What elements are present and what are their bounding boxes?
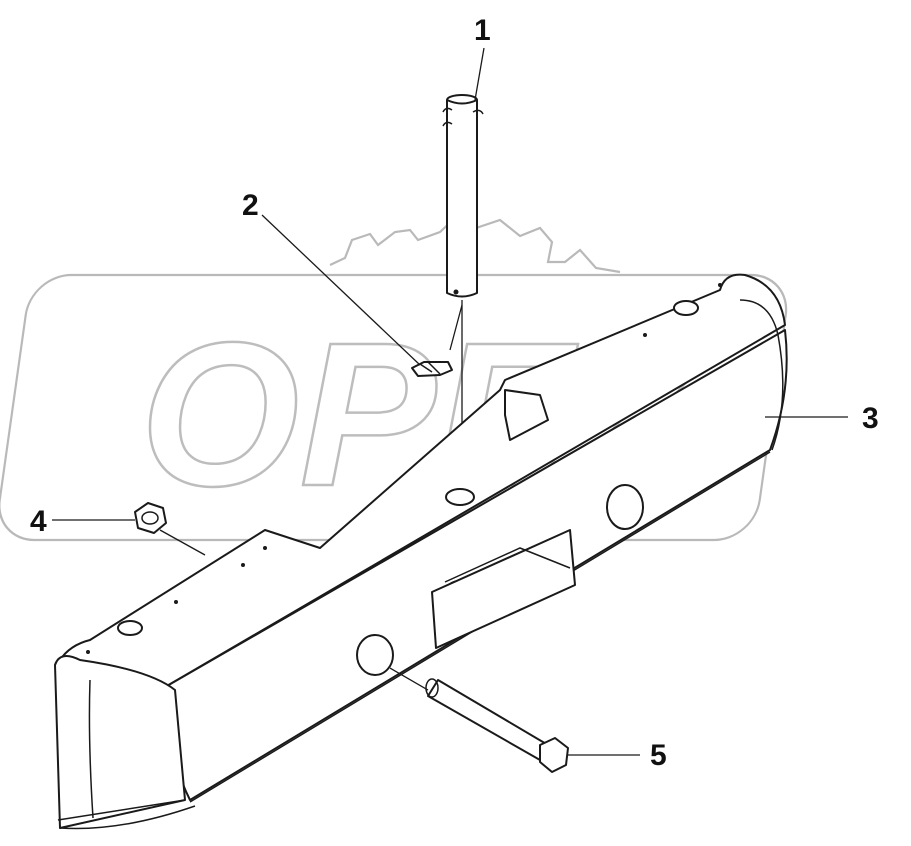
part-3-bumper [54,273,788,830]
callout-4: 4 [30,505,47,538]
leader-2 [261,214,421,366]
part-4-nut [134,502,206,556]
part-5-bolt [389,667,569,773]
callout-2: 2 [242,189,259,222]
part-2-clip [411,361,453,377]
callout-3: 3 [862,402,879,435]
callout-1: 1 [474,14,491,47]
leader-1 [474,47,485,101]
part-1-pin [442,94,484,298]
callout-5: 5 [650,739,667,772]
